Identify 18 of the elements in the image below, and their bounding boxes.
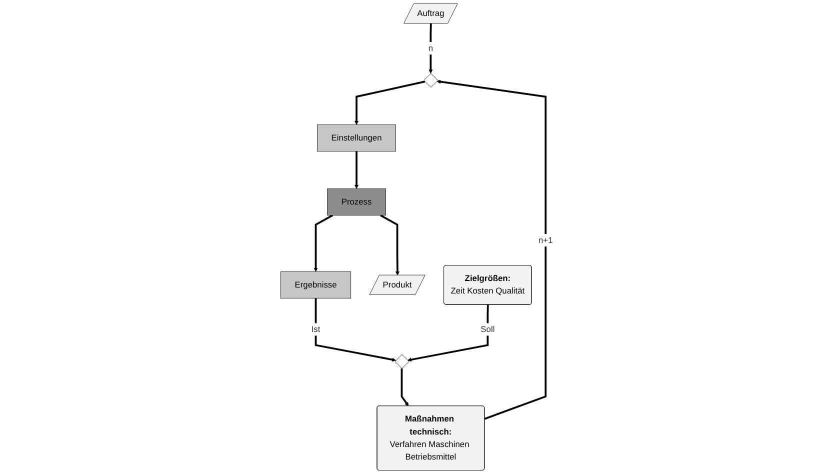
arrow xyxy=(380,214,400,276)
arrow xyxy=(354,151,359,189)
arrow xyxy=(408,304,490,362)
edge-label: Ist xyxy=(312,324,320,334)
node-diamond xyxy=(394,354,410,369)
arrow xyxy=(314,214,334,272)
edge-label: n+1 xyxy=(538,235,553,245)
arrow xyxy=(401,368,409,406)
node-box: Einstellungen xyxy=(317,124,396,152)
node-box: Prozess xyxy=(327,188,386,216)
arrow xyxy=(428,24,433,74)
arrow xyxy=(315,298,396,362)
arrow xyxy=(436,80,547,420)
arrow xyxy=(354,80,426,125)
node-diamond xyxy=(424,73,438,88)
edge-label: n xyxy=(428,43,434,53)
edge-label: Soll xyxy=(480,324,495,334)
node-box: Ergebnisse xyxy=(280,271,352,298)
